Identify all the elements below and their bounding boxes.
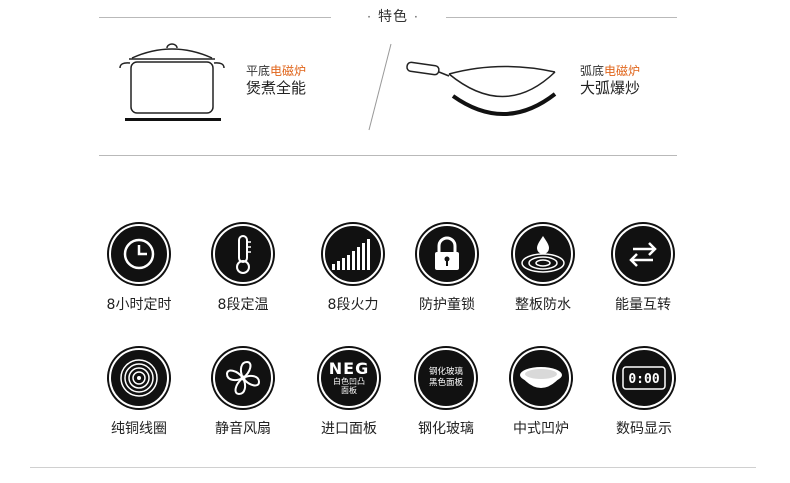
badge-label: 进口面板 bbox=[321, 421, 377, 437]
badge-label: 整板防水 bbox=[515, 297, 571, 313]
wok-illustration bbox=[405, 58, 565, 122]
feature-divider bbox=[365, 42, 395, 136]
section-title-text: 特色 bbox=[378, 9, 408, 25]
badge-label: 8小时定时 bbox=[106, 297, 172, 313]
badge-silent-fan: 静音风扇 bbox=[200, 348, 286, 438]
badge-label: 8段定温 bbox=[217, 297, 269, 313]
section-rule bbox=[99, 155, 677, 156]
fan-icon bbox=[213, 348, 273, 408]
glass-icon: 钢化玻璃 黑色面板 bbox=[416, 348, 476, 408]
badge-label: 8段火力 bbox=[327, 297, 379, 313]
swap-arrows-icon bbox=[613, 224, 673, 284]
badge-label: 中式凹炉 bbox=[513, 421, 569, 437]
badge-label: 纯铜线圈 bbox=[111, 421, 167, 437]
badge-label: 数码显示 bbox=[616, 421, 672, 437]
badge-temperature: 8段定温 bbox=[200, 224, 286, 314]
badge-concave: 中式凹炉 bbox=[498, 348, 584, 438]
feature-flat: 平底电磁炉 煲煮全能 bbox=[246, 64, 307, 97]
pot-illustration bbox=[115, 40, 230, 129]
badge-imported-panel: NEG 白色凹凸 面板 进口面板 bbox=[306, 348, 392, 438]
badge-tempered-glass: 钢化玻璃 黑色面板 钢化玻璃 bbox=[403, 348, 489, 438]
badge-label: 钢化玻璃 bbox=[418, 421, 474, 437]
badge-power: 8段火力 bbox=[310, 224, 396, 314]
clock-icon bbox=[109, 224, 169, 284]
badge-label: 静音风扇 bbox=[215, 421, 271, 437]
badge-waterproof: 整板防水 bbox=[500, 224, 586, 314]
concave-icon bbox=[511, 348, 571, 408]
feature-curved: 弧底电磁炉 大弧爆炒 bbox=[580, 64, 641, 97]
power-level-icon bbox=[323, 224, 383, 284]
thermometer-icon bbox=[213, 224, 273, 284]
badge-label: 能量互转 bbox=[615, 297, 671, 313]
lock-icon bbox=[417, 224, 477, 284]
badge-copper-coil: 纯铜线圈 bbox=[96, 348, 182, 438]
header-rule-left bbox=[99, 17, 331, 18]
digital-display-icon: 0:00 bbox=[614, 348, 674, 408]
badge-digital-display: 0:00 数码显示 bbox=[601, 348, 687, 438]
coil-icon bbox=[109, 348, 169, 408]
badge-label: 防护童锁 bbox=[419, 297, 475, 313]
badge-energy: 能量互转 bbox=[600, 224, 686, 314]
display-digits: 0:00 bbox=[628, 372, 659, 387]
badge-timer: 8小时定时 bbox=[96, 224, 182, 314]
header-rule-right bbox=[446, 17, 677, 18]
neg-panel-icon: NEG 白色凹凸 面板 bbox=[319, 348, 379, 408]
section-title: ·特色· bbox=[367, 9, 419, 25]
water-drop-icon bbox=[513, 224, 573, 284]
footer-rule bbox=[30, 467, 756, 468]
badge-child-lock: 防护童锁 bbox=[404, 224, 490, 314]
